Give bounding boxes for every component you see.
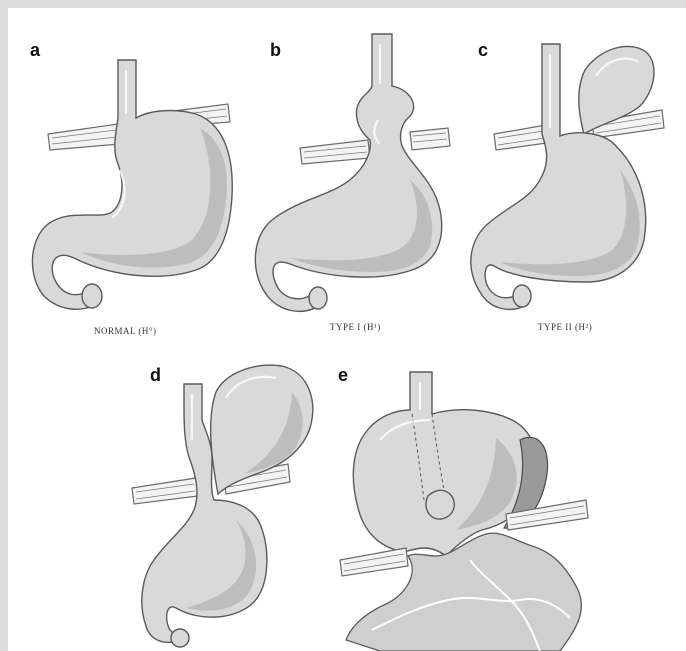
panel-e-hernia xyxy=(340,372,588,651)
panel-letter-c: c xyxy=(478,40,488,61)
panel-c-type-2-hernia xyxy=(471,44,664,309)
panel-a-normal-stomach xyxy=(32,60,232,309)
caption-c: TYPE II (H²) xyxy=(538,322,592,332)
panel-letter-e: e xyxy=(338,365,348,386)
panel-b-type-1-hernia xyxy=(255,34,450,311)
caption-a: NORMAL (H°) xyxy=(94,326,157,336)
panel-letter-a: a xyxy=(30,40,40,61)
caption-b: TYPE I (H¹) xyxy=(330,322,381,332)
panel-letter-d: d xyxy=(150,365,161,386)
panel-letter-b: b xyxy=(270,40,281,61)
panel-d-hernia xyxy=(132,365,313,647)
